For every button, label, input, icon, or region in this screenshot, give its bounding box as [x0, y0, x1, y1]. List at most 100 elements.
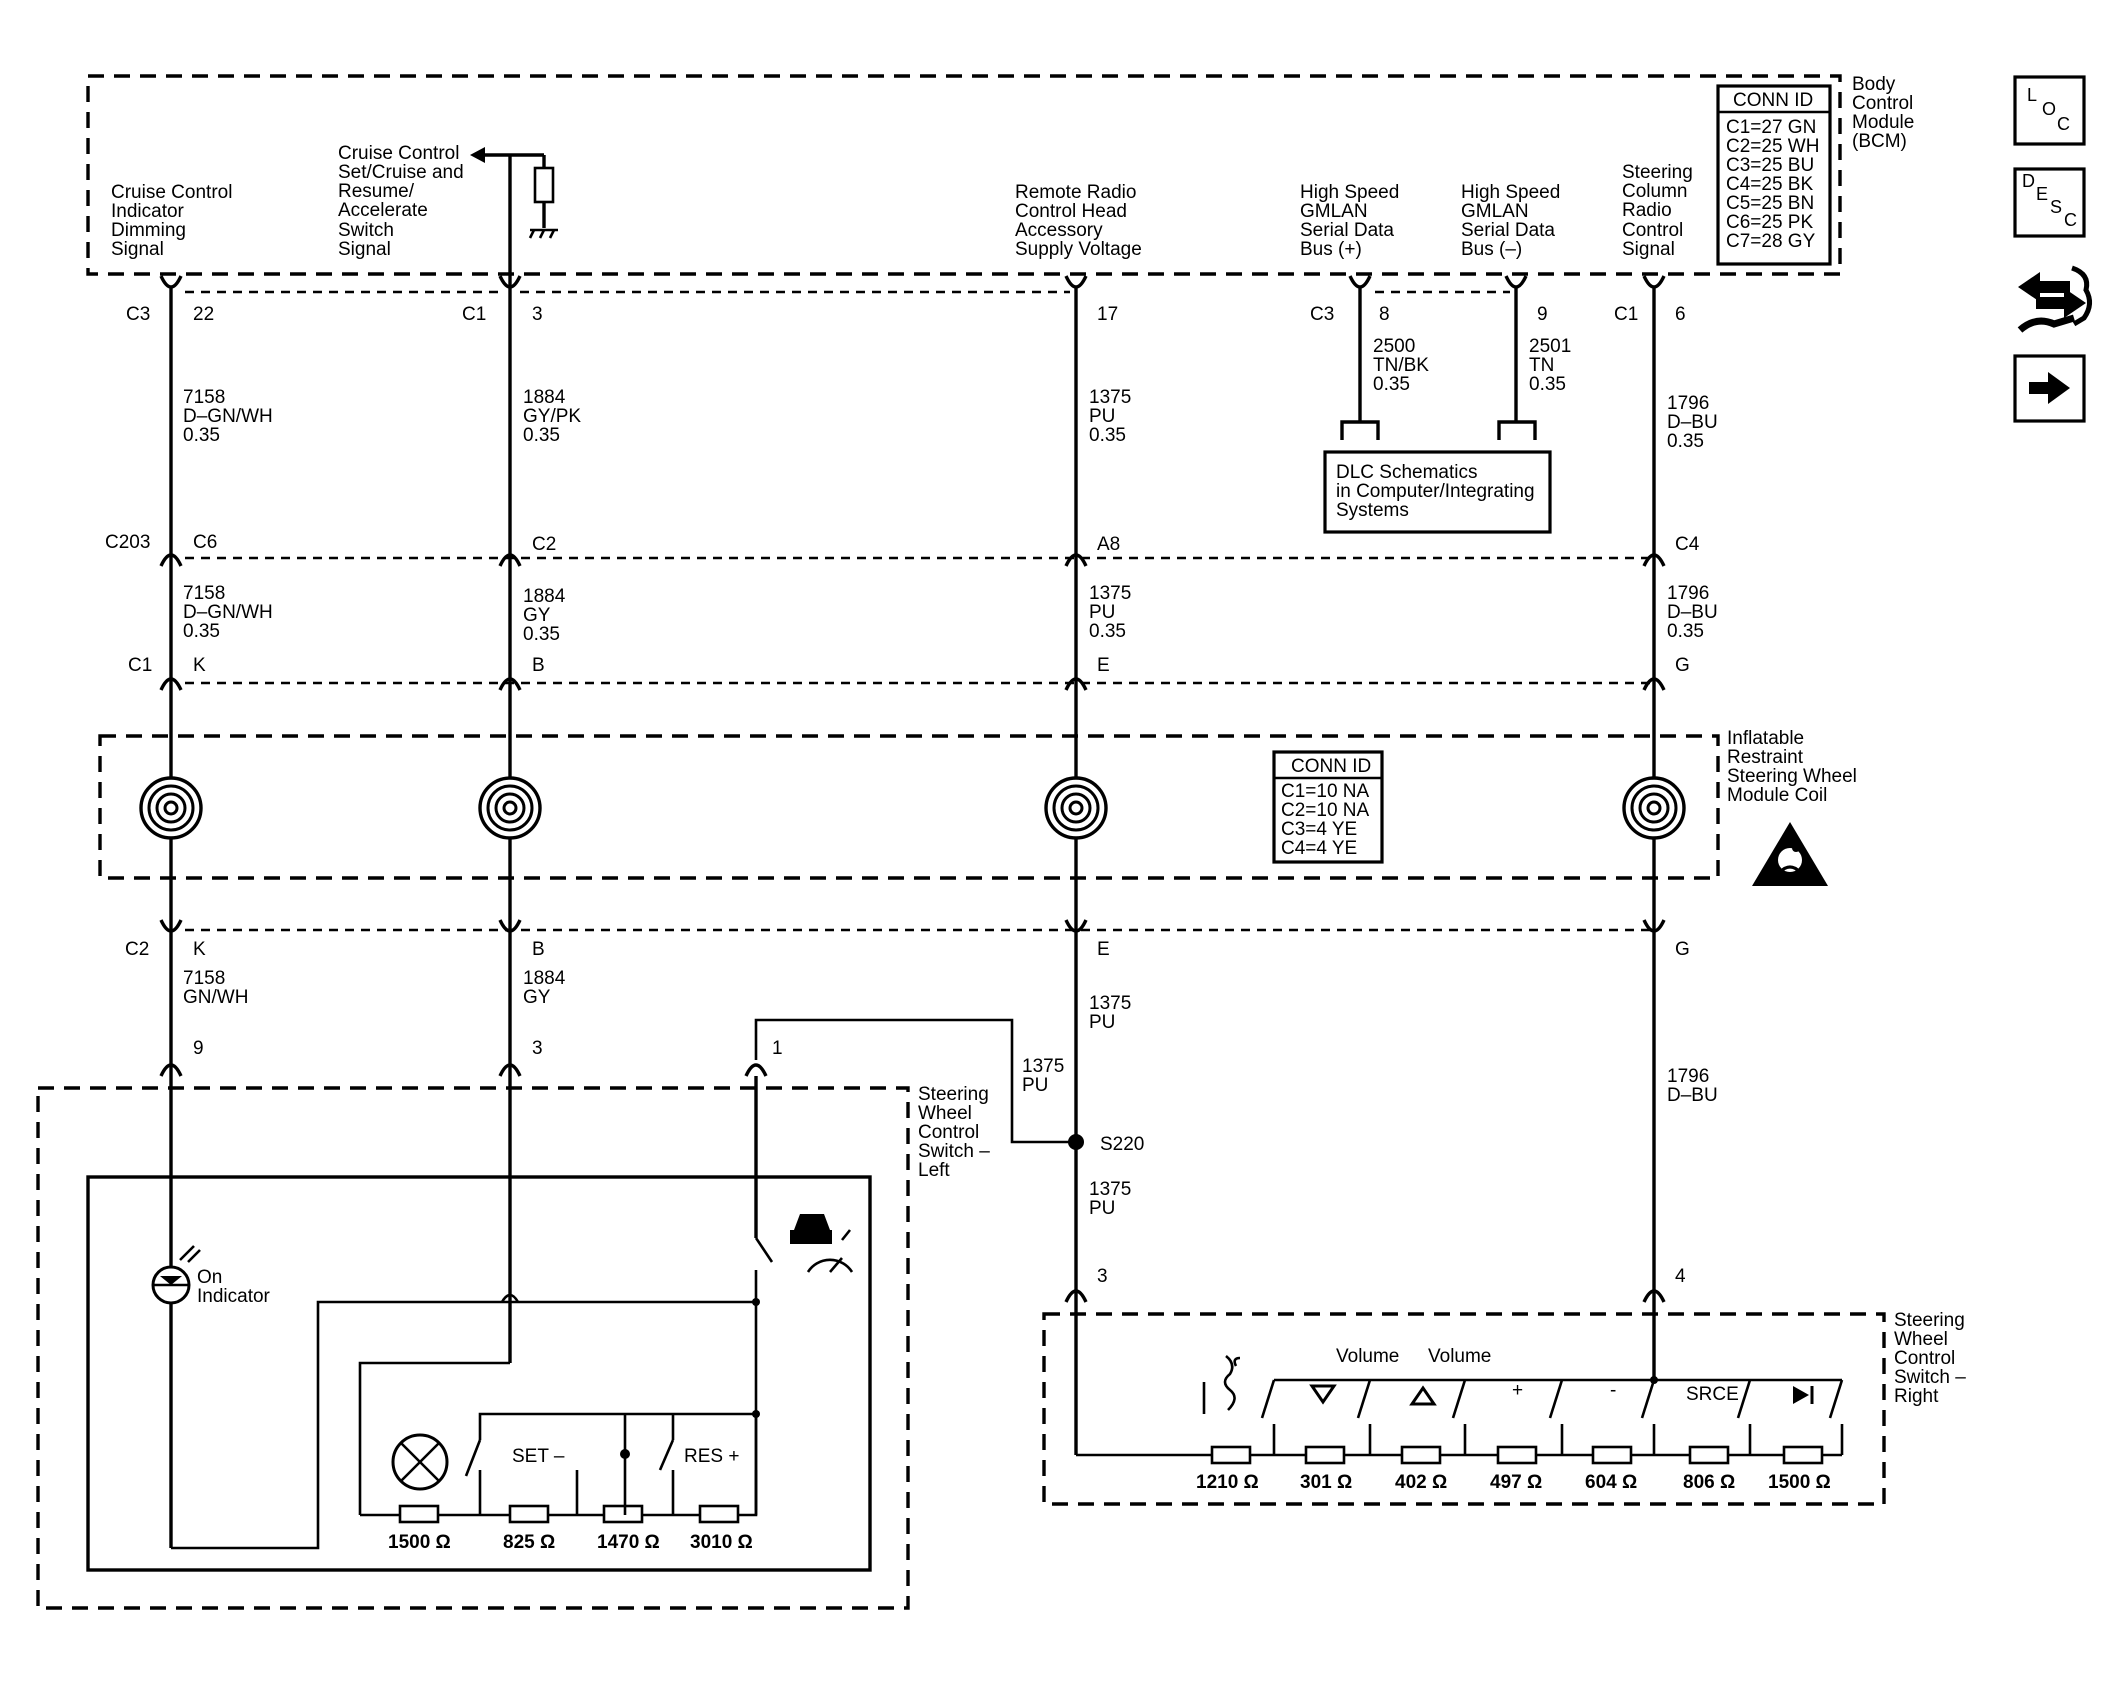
- right-switch-boundary: [1042, 1312, 1886, 1506]
- svg-text:C3: C3: [1310, 304, 1334, 325]
- resistor-301: [1304, 1445, 1346, 1465]
- desc-icon[interactable]: D E S C: [2013, 167, 2086, 238]
- svg-text:3: 3: [532, 1038, 543, 1059]
- srce-label: SRCE: [1686, 1384, 1739, 1405]
- res-value-1500-r: 1500 Ω: [1768, 1472, 1831, 1493]
- signal-gmlan-minus: High Speed GMLAN Serial Data Bus (–): [1461, 182, 1566, 260]
- svg-text:3: 3: [1097, 1266, 1108, 1287]
- svg-text:22: 22: [193, 304, 214, 325]
- airbag-warning-icon: [1752, 822, 1828, 886]
- signal-cruise-dimming: Cruise Control Indicator Dimming Signal: [111, 182, 238, 260]
- tools-icon[interactable]: [2017, 265, 2092, 333]
- resistor-604: [1591, 1445, 1633, 1465]
- svg-text:3: 3: [532, 304, 543, 325]
- resistor-806: [1688, 1445, 1730, 1465]
- bcm-conn-id-title: CONN ID: [1733, 90, 1813, 111]
- svg-text:C2: C2: [125, 939, 149, 960]
- volume-label-2: Volume: [1428, 1346, 1491, 1367]
- bcm-module: Body Control Module (BCM) CONN ID C1=27 …: [86, 74, 1914, 288]
- res-label: RES +: [684, 1446, 739, 1467]
- coil-conn-id-list: C1=10 NA C2=10 NA C3=4 YE C4=4 YE: [1281, 781, 1373, 859]
- resistor-3010: [698, 1504, 740, 1524]
- svg-text:E: E: [1097, 655, 1110, 676]
- svg-text:C6: C6: [193, 532, 217, 553]
- resistor-ladder-left: [398, 1414, 758, 1524]
- svg-text:C203: C203: [105, 532, 150, 553]
- signal-column-radio: Steering Column Radio Control Signal: [1622, 162, 1698, 260]
- left-switch-module: Steering Wheel Control Switch – Left On …: [36, 1076, 990, 1610]
- svg-text:C1: C1: [128, 655, 152, 676]
- pin-labels: C3 22 C1 3 17 C3 8 9 C1 6 C203 C6 C2 A8 …: [105, 304, 1700, 1287]
- volume-down-icon: [1309, 1384, 1337, 1405]
- dlc-label: DLC Schematics in Computer/Integrating S…: [1336, 462, 1540, 521]
- coil-spiral-icon: [478, 776, 542, 840]
- svg-text:C3: C3: [126, 304, 150, 325]
- bcm-conn-id-list: C1=27 GN C2=25 WH C3=25 BU C4=25 BK C5=2…: [1726, 117, 1825, 252]
- res-value-3010: 3010 Ω: [690, 1532, 753, 1553]
- cruise-control-icon: [790, 1214, 854, 1273]
- res-value-497: 497 Ω: [1490, 1472, 1542, 1493]
- svg-text:C1: C1: [462, 304, 486, 325]
- svg-text:K: K: [193, 655, 206, 676]
- res-value-1210: 1210 Ω: [1196, 1472, 1259, 1493]
- set-label: SET –: [512, 1446, 565, 1467]
- signal-cruise-switch: Cruise Control Set/Cruise and Resume/ Ac…: [338, 143, 469, 260]
- voice-icon: [1202, 1354, 1241, 1414]
- svg-text:C4: C4: [1675, 534, 1700, 555]
- splice-s220: [1068, 1134, 1084, 1150]
- arrow-right-icon[interactable]: [2013, 354, 2086, 423]
- wire-label-7158: 7158 D–GN/WH 0.35: [183, 387, 278, 446]
- wire-label-1375-b: 1375 PU 0.35: [1089, 583, 1137, 642]
- svg-text:17: 17: [1097, 304, 1118, 325]
- wire-label-1884-c: 1884 GY: [523, 968, 571, 1008]
- res-value-1470: 1470 Ω: [597, 1532, 660, 1553]
- svg-text:G: G: [1675, 939, 1690, 960]
- cup-row-c2: [159, 919, 1666, 933]
- next-track-icon: [1793, 1386, 1814, 1404]
- wire-label-1796-b: 1796 D–BU 0.35: [1667, 583, 1723, 642]
- resistor-1500-r: [1782, 1445, 1824, 1465]
- lamp-icon: [391, 1433, 449, 1491]
- wire-label-1796: 1796 D–BU 0.35: [1667, 393, 1723, 452]
- coil-conn-id-title: CONN ID: [1291, 756, 1371, 777]
- wire-label-1375-d: 1375 PU: [1022, 1056, 1070, 1096]
- svg-text:K: K: [193, 939, 206, 960]
- svg-text:O: O: [2042, 99, 2056, 119]
- res-value-604: 604 Ω: [1585, 1472, 1637, 1493]
- signal-gmlan-plus: High Speed GMLAN Serial Data Bus (+): [1300, 182, 1405, 260]
- svg-text:L: L: [2027, 85, 2037, 105]
- wire-labels: 7158 D–GN/WH 0.35 1884 GY/PK 0.35 1375 P…: [183, 336, 1723, 1219]
- wire-label-2501: 2501 TN 0.35: [1529, 336, 1577, 395]
- right-switch-title: Steering Wheel Control Switch – Right: [1894, 1310, 1971, 1407]
- wire-label-1375-c: 1375 PU: [1089, 993, 1137, 1033]
- svg-text:1: 1: [772, 1038, 783, 1059]
- side-toolbar: L O C D E S C: [2013, 75, 2092, 423]
- circuit-wires: [169, 288, 1656, 1548]
- cup-row-switch: [159, 1063, 1666, 1303]
- wire-1375-branch: [754, 1018, 1076, 1144]
- resistor-1470: [602, 1504, 644, 1524]
- dlc-schematics-ref[interactable]: DLC Schematics in Computer/Integrating S…: [1323, 420, 1552, 534]
- bcm-conn-id-table: [1716, 84, 1832, 266]
- svg-text:C: C: [2057, 114, 2070, 134]
- indicator-label: On Indicator: [197, 1267, 271, 1307]
- switch-contacts-right: [1260, 1379, 1844, 1455]
- coil-spiral-icon: [1622, 776, 1686, 840]
- coil-spiral-icon: [139, 776, 203, 840]
- svg-text:B: B: [532, 655, 545, 676]
- clockspring-module: Inflatable Restraint Steering Wheel Modu…: [98, 728, 1862, 886]
- wire-label-2500: 2500 TN/BK 0.35: [1373, 336, 1434, 395]
- dlc-box[interactable]: [1323, 450, 1552, 534]
- wire-label-1884: 1884 GY/PK 0.35: [523, 387, 586, 446]
- loc-icon[interactable]: L O C: [2013, 75, 2086, 146]
- volume-label-1: Volume: [1336, 1346, 1399, 1367]
- res-value-806: 806 Ω: [1683, 1472, 1735, 1493]
- res-value-1500: 1500 Ω: [388, 1532, 451, 1553]
- svg-text:9: 9: [1537, 304, 1548, 325]
- wire-label-1884-b: 1884 GY 0.35: [523, 586, 571, 645]
- clockspring-title: Inflatable Restraint Steering Wheel Modu…: [1727, 728, 1862, 806]
- plus-label: +: [1512, 1380, 1523, 1401]
- svg-text:D: D: [2022, 171, 2035, 191]
- bcm-boundary: [86, 74, 1842, 276]
